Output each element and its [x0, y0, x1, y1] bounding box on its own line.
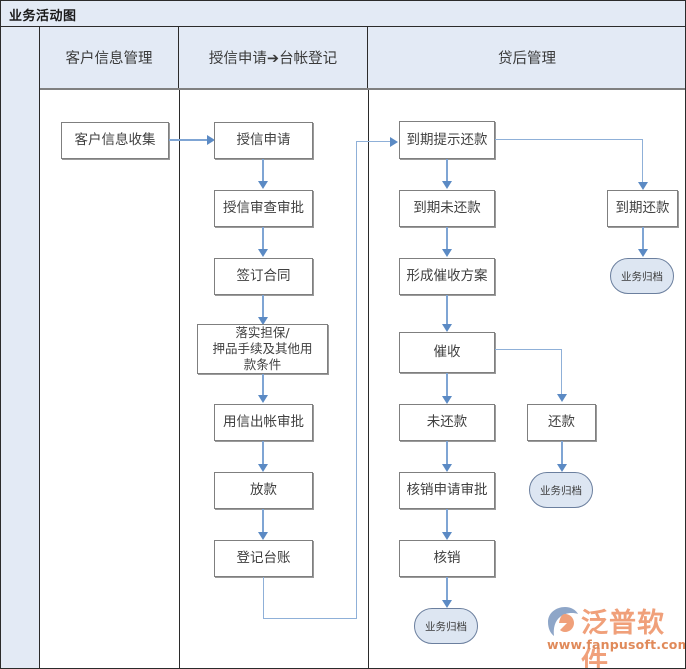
lane-separator-1: [179, 90, 180, 668]
edge-disburse-to-ledger: [262, 509, 264, 534]
arrowhead-down-writeoffapply: [442, 464, 452, 472]
edge-writeoff-to-archive3: [446, 577, 448, 602]
edge-collection-branch-right: [495, 349, 562, 350]
node-collection-plan[interactable]: 形成催收方案: [399, 258, 495, 295]
edge-plan-to-collection: [446, 295, 448, 326]
arrowhead-down-archive3: [442, 600, 452, 608]
edge-ledger-right: [263, 618, 357, 619]
left-swimlane-band: [1, 27, 40, 668]
arrowhead-down-writeoff: [442, 532, 452, 540]
arrowhead-down-collection: [442, 324, 452, 332]
node-writeoff-application[interactable]: 核销申请审批: [399, 472, 495, 509]
brand-url: www.fanpusoft.com: [547, 637, 686, 652]
node-due-unpaid[interactable]: 到期未还款: [399, 190, 495, 227]
title-bar: 业务活动图: [1, 1, 685, 27]
edge-sign-to-guarantee: [262, 295, 264, 319]
edge-writeoffapply-to-writeoff: [446, 509, 448, 534]
edge-duerepaid-to-archive1: [642, 227, 644, 251]
lane-separator-2: [368, 90, 369, 668]
node-guarantee-line-3: 款条件: [243, 357, 282, 372]
fanpu-logo-icon: [548, 607, 578, 636]
edge-guarantee-to-useapproval: [262, 374, 264, 397]
edge-repaid-to-archive2: [561, 441, 563, 466]
edge-remind-branch-right: [495, 139, 643, 140]
edge-ledger-into-due-remind: [356, 141, 392, 142]
edge-collect-to-apply: [169, 139, 211, 141]
node-collection[interactable]: 催收: [399, 332, 495, 373]
arrowhead-down-ledger: [258, 532, 268, 540]
brand-watermark: 泛普软件 www.fanpusoft.com: [545, 601, 686, 668]
node-repaid[interactable]: 还款: [527, 404, 596, 441]
column-header-customer-info: 客户信息管理: [40, 27, 179, 88]
edge-ledger-down: [263, 577, 264, 619]
arrowhead-down-plan: [442, 249, 452, 257]
edge-unpaid-to-plan: [446, 227, 448, 251]
node-guarantee-collateral[interactable]: 落实担保/ 押品手续及其他用 款条件: [197, 324, 328, 374]
arrowhead-down-repaid: [557, 394, 567, 402]
arrowhead-down-useapproval: [258, 395, 268, 403]
node-credit-review-approval[interactable]: 授信审查审批: [214, 190, 313, 227]
column-header-post-loan: 贷后管理: [498, 51, 556, 67]
edge-collection-to-notrepaid: [446, 373, 448, 398]
arrowhead-down-archive1: [638, 249, 648, 257]
edge-ledger-up: [356, 141, 357, 619]
node-disbursement[interactable]: 放款: [214, 472, 313, 509]
page-title: 业务活动图: [9, 9, 77, 24]
arrowhead-right-due-remind: [390, 137, 398, 147]
arrowhead-down-notrepaid: [442, 396, 452, 404]
arrowhead-down-sign: [258, 249, 268, 257]
node-writeoff[interactable]: 核销: [399, 540, 495, 577]
edge-review-to-sign: [262, 227, 264, 251]
arrowhead-down-guarantee: [258, 317, 268, 325]
arrowhead-down-disburse: [258, 464, 268, 472]
node-due-reminder[interactable]: 到期提示还款: [399, 121, 495, 159]
terminator-archive-3[interactable]: 业务归档: [414, 608, 478, 644]
node-not-repaid[interactable]: 未还款: [399, 404, 495, 441]
node-sign-contract[interactable]: 签订合同: [214, 258, 313, 295]
node-credit-application[interactable]: 授信申请: [214, 122, 313, 159]
arrowhead-down-unpaid: [442, 181, 452, 189]
arrowhead-down-duerepaid: [638, 182, 648, 190]
edge-notrepaid-to-writeoffapply: [446, 441, 448, 466]
arrowhead-down-archive2: [557, 464, 567, 472]
edge-useapproval-to-disburse: [262, 441, 264, 466]
node-customer-info-collection[interactable]: 客户信息收集: [61, 122, 169, 159]
arrowhead-right-apply: [207, 135, 215, 145]
node-guarantee-line-1: 落实担保/: [235, 325, 290, 340]
column-header-credit-application: 授信申请➔台帐登记: [179, 27, 368, 88]
terminator-archive-2[interactable]: 业务归档: [529, 472, 593, 508]
edge-remind-to-unpaid: [446, 159, 448, 183]
node-register-ledger[interactable]: 登记台账: [214, 540, 313, 577]
node-due-repaid[interactable]: 到期还款: [607, 190, 678, 227]
edge-apply-to-review: [262, 159, 264, 183]
node-guarantee-line-2: 押品手续及其他用: [212, 341, 313, 356]
swimlane-header-row: 客户信息管理 授信申请➔台帐登记 贷后管理: [40, 27, 685, 90]
terminator-archive-1[interactable]: 业务归档: [610, 258, 674, 294]
arrowhead-down-review: [258, 181, 268, 189]
edge-collection-branch-down: [561, 349, 562, 396]
edge-remind-branch-down: [642, 139, 643, 184]
node-use-credit-approval[interactable]: 用信出帐审批: [214, 404, 313, 441]
brand-name: 泛普软件: [581, 608, 665, 669]
